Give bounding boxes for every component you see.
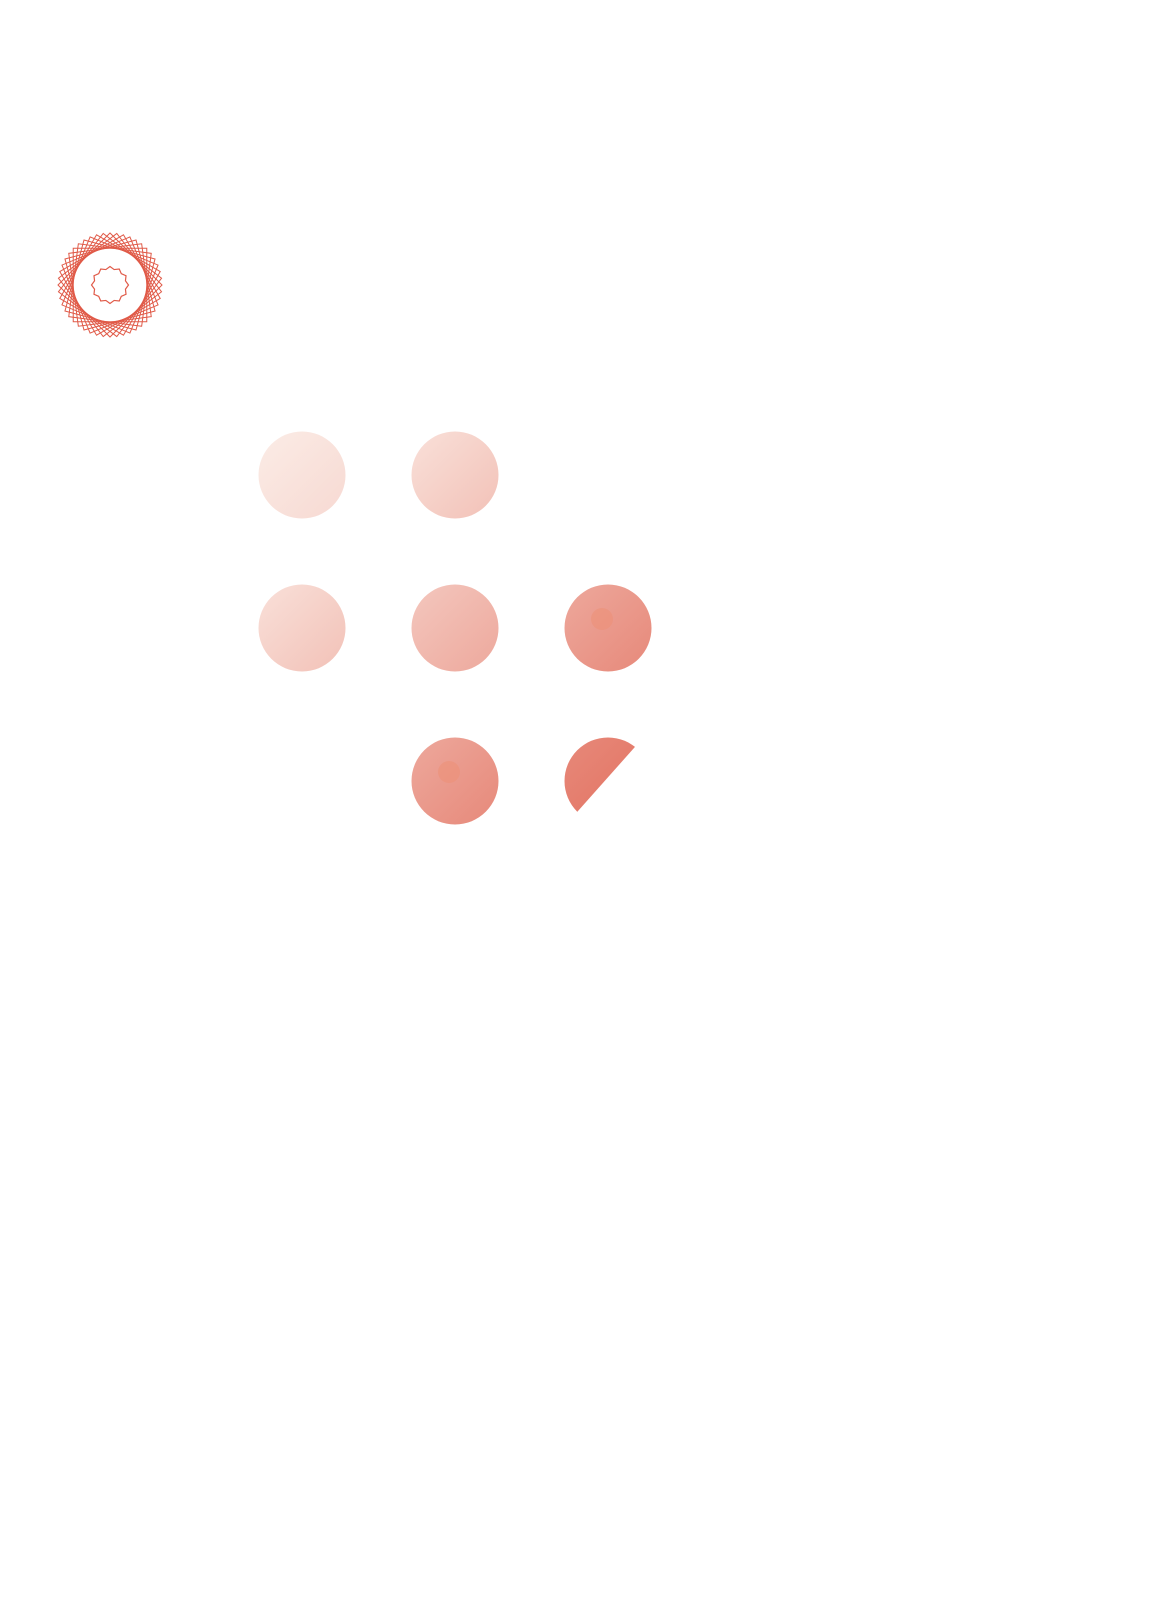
- grid-dot: [564, 737, 650, 820]
- grid-dot: [258, 431, 346, 519]
- spirograph-square: [57, 232, 163, 338]
- dot-highlight: [591, 608, 613, 630]
- spirograph-square: [59, 234, 161, 336]
- spirograph-square: [64, 239, 156, 331]
- spirograph-inner-ring: [90, 265, 130, 305]
- grid-dot: [411, 431, 499, 519]
- grid-dot: [258, 584, 346, 672]
- grid-dot: [411, 584, 499, 672]
- spirograph-square: [68, 243, 152, 327]
- spirograph-square: [61, 236, 159, 334]
- spirograph-logo-icon: [57, 232, 163, 338]
- dot-highlight: [438, 761, 460, 783]
